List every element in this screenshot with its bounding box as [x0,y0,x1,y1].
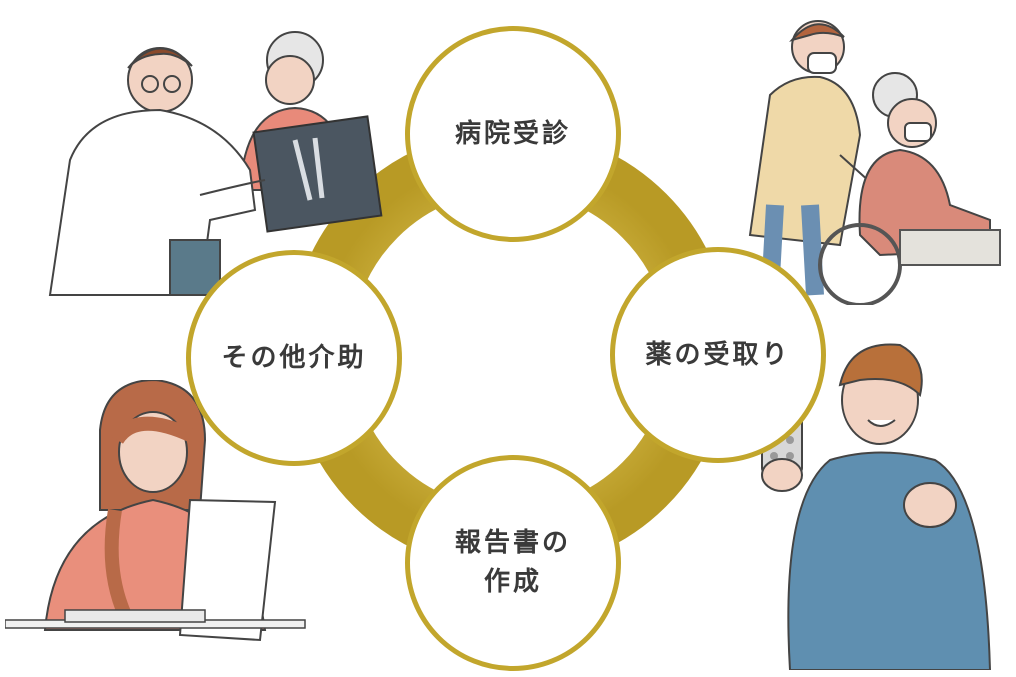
node-medicine-pickup: 薬の受取り [610,247,826,463]
node-report-writing: 報告書の 作成 [405,455,621,671]
node-other-assistance: その他介助 [186,250,402,466]
node-report-writing-label: 報告書の 作成 [454,528,571,597]
man-medicine-illustration [761,343,992,670]
node-hospital-visit: 病院受診 [405,26,621,242]
wheelchair-illustration [748,20,1001,305]
node-medicine-pickup-label: 薬の受取り [645,339,791,370]
node-hospital-visit-label: 病院受診 [454,118,571,149]
woman-document-illustration [5,380,306,642]
doctor-xray-illustration [48,31,383,296]
node-other-assistance-label: その他介助 [221,342,367,373]
